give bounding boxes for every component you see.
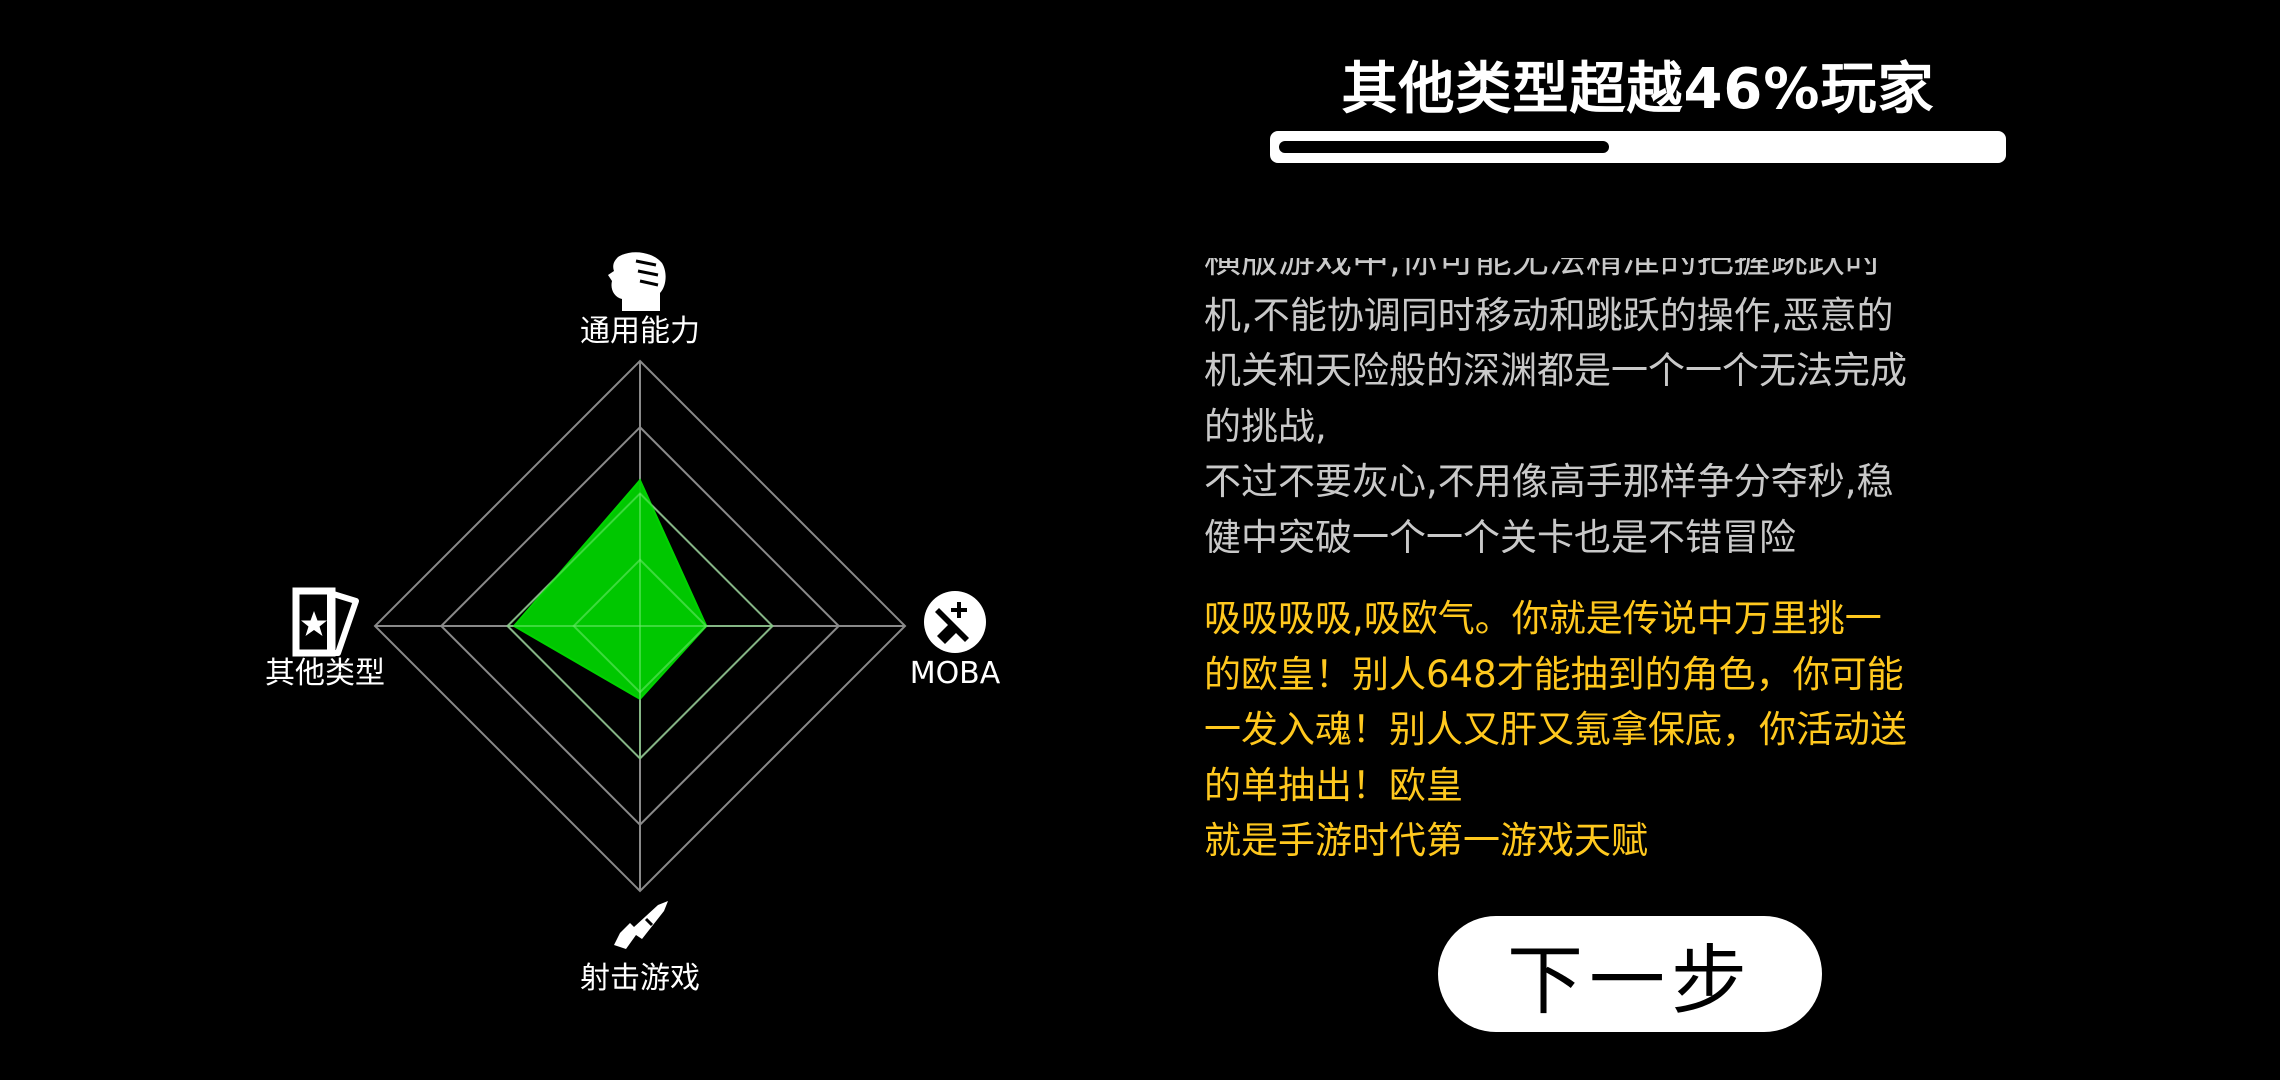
description-scroll-area[interactable]: 横版游戏中,你可能无法精准的把握跳跃时 机,不能协调同时移动和跳跃的操作,恶意的… [1204, 258, 2014, 553]
cards-icon [292, 587, 359, 657]
verdict-text: 吸吸吸吸,吸欧气。你就是传说中万里挑一 的欧皇！别人648才能抽到的角色，你可能… [1204, 597, 1907, 862]
rank-headline: 其他类型超越46%玩家 [1341, 57, 1935, 122]
radar-inner-ring-2 [506, 492, 774, 760]
radar-data-area [512, 478, 708, 701]
radar-inner-ring-1 [572, 558, 708, 694]
axis-label-other: 其他类型 [265, 656, 385, 691]
description-text: 横版游戏中,你可能无法精准的把握跳跃时 机,不能协调同时移动和跳跃的操作,恶意的… [1204, 258, 1907, 553]
rifle-icon [614, 901, 668, 949]
next-step-button[interactable]: 下一步 [1438, 916, 1822, 1032]
head-profile-icon [608, 252, 666, 311]
rank-progress-bar [1270, 131, 2006, 163]
ability-radar-chart: 通用能力 MOBA 射击游戏 其他类型 [265, 252, 1001, 996]
moba-sword-icon [924, 591, 986, 653]
axis-label-shooter: 射击游戏 [580, 961, 700, 996]
radar-grid-overlay [506, 492, 774, 760]
rank-progress-fill [1279, 141, 1610, 153]
axis-label-general: 通用能力 [580, 314, 700, 349]
axis-label-moba: MOBA [910, 656, 1001, 691]
